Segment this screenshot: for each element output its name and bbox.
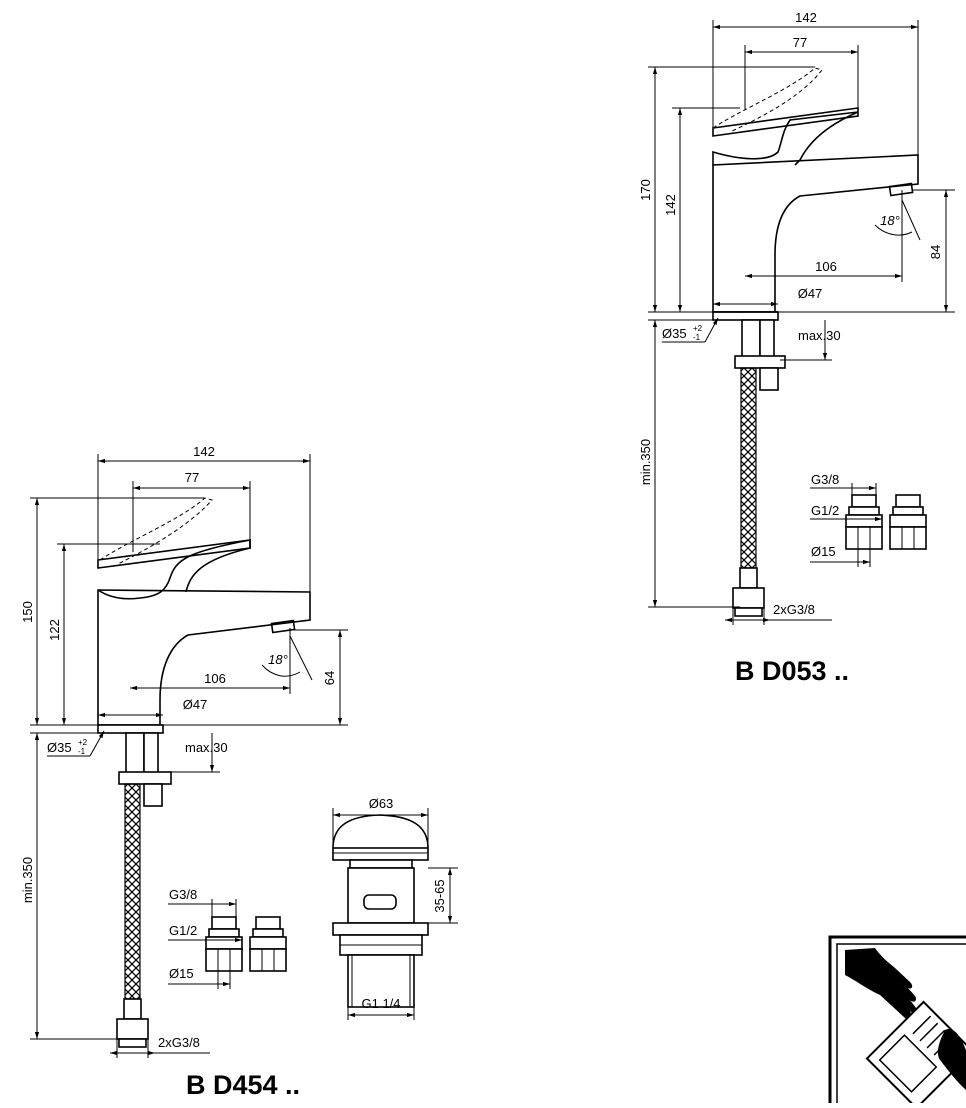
dim-hole-tol-minus: -1 xyxy=(693,333,701,342)
dim-hole-tol-minus: -1 xyxy=(78,747,86,756)
dim-base-diameter: Ø47 xyxy=(183,697,208,712)
dimension-lines xyxy=(648,20,955,625)
supply-hose xyxy=(124,783,141,1000)
dim-angle: 18° xyxy=(268,652,288,667)
dim-body-height: 142 xyxy=(663,194,678,216)
dim-hole-tol-plus: +2 xyxy=(78,738,88,747)
dim-max-thickness: max.30 xyxy=(798,328,841,343)
dim-hole-diameter: Ø35 xyxy=(662,326,687,341)
hand-and-instructions-icon xyxy=(828,935,966,1108)
hose-end xyxy=(116,998,149,1048)
dimension-lines xyxy=(30,454,348,1058)
dim-lever-width: 77 xyxy=(793,35,807,50)
dim-width-total: 142 xyxy=(795,10,817,25)
dim-lever-width: 77 xyxy=(185,470,199,485)
faucet-body-outline xyxy=(712,67,919,321)
dim-hose-length: min.350 xyxy=(638,439,653,485)
dim-conn-d15: Ø15 xyxy=(811,544,836,559)
dim-angle: 18° xyxy=(880,213,900,228)
faucet-b-d053: 142 77 170 142 106 Ø47 84 18° Ø35 +2 -1 … xyxy=(638,10,955,686)
dim-hose-thread: 2xG3/8 xyxy=(158,1035,200,1050)
dim-adjust-range: 35-65 xyxy=(432,879,447,912)
dim-conn-g12: G1/2 xyxy=(811,503,839,518)
dim-base-diameter: Ø47 xyxy=(798,286,823,301)
hose-end xyxy=(732,567,765,617)
dim-conn-d15: Ø15 xyxy=(169,966,194,981)
dim-hole-tol-plus: +2 xyxy=(693,324,703,333)
dim-reach: 106 xyxy=(815,259,837,274)
dim-height-total: 150 xyxy=(20,601,35,623)
dim-body-height: 122 xyxy=(47,619,62,641)
dim-max-thickness: max.30 xyxy=(185,740,228,755)
waste-fitting: Ø63 35-65 G1 1/4 xyxy=(332,796,458,1020)
dim-spout-height: 84 xyxy=(928,245,943,259)
dim-spout-height: 64 xyxy=(322,671,337,685)
faucet-b-d454: 142 77 150 122 106 Ø47 64 18° Ø35 +2 -1 … xyxy=(20,444,348,1100)
faucet-shank xyxy=(734,319,786,391)
supply-hose xyxy=(740,367,757,569)
connector-fittings xyxy=(168,899,287,989)
faucet-shank xyxy=(118,732,172,807)
dim-width-total: 142 xyxy=(193,444,215,459)
connector-fittings xyxy=(810,483,927,567)
dim-hose-length: min.350 xyxy=(20,857,35,903)
dim-conn-g38: G3/8 xyxy=(811,472,839,487)
dim-hose-thread: 2xG3/8 xyxy=(773,602,815,617)
dim-cap-diameter: Ø63 xyxy=(369,796,394,811)
dim-hole-diameter: Ø35 xyxy=(47,740,72,755)
dim-waste-thread: G1 1/4 xyxy=(361,996,400,1011)
dim-conn-g38: G3/8 xyxy=(169,887,197,902)
dim-height-total: 170 xyxy=(638,179,653,201)
product-label-b-d053: B D053 .. xyxy=(735,656,849,686)
dim-reach: 106 xyxy=(204,671,226,686)
product-label-b-d454: B D454 .. xyxy=(186,1070,300,1100)
dim-conn-g12: G1/2 xyxy=(169,923,197,938)
